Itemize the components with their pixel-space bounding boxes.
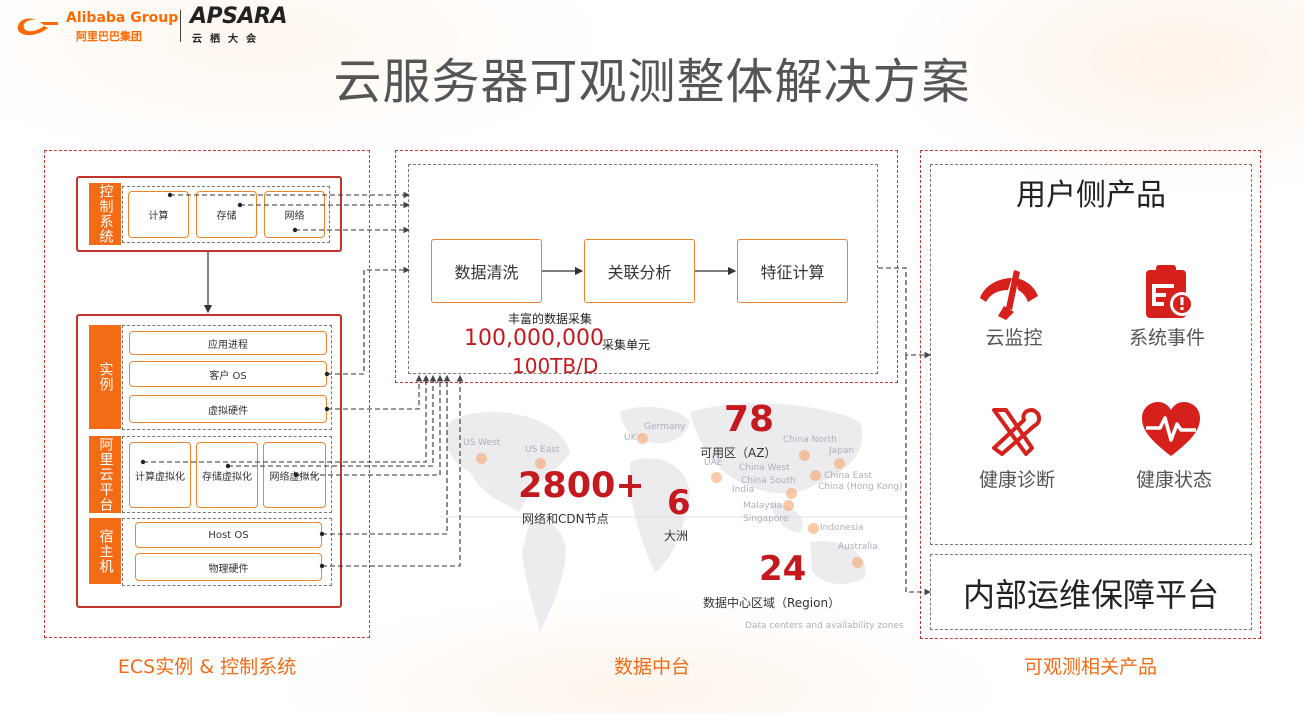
stat-nodes-label: 网络和CDN节点 (522, 512, 609, 526)
map-label-indonesia: Indonesia (820, 523, 864, 533)
map-dot (799, 450, 810, 461)
map-dot (637, 433, 648, 444)
product-cloud-monitor: 云监控 (985, 327, 1043, 349)
apsara-logo: APSARA 云栖大会 (190, 4, 288, 45)
map-label-us-west: US West (463, 438, 501, 448)
map-label-china-hk: China (Hong Kong) (818, 482, 903, 492)
page-title: 云服务器可观测整体解决方案 (333, 54, 971, 110)
map-dot (810, 470, 821, 481)
stat-continents-label: 大洲 (664, 529, 689, 543)
instance-item-guest-os: 客户 OS (129, 361, 327, 387)
collect-label: 丰富的数据采集 (508, 312, 593, 326)
pipeline-step-feature: 特征计算 (737, 239, 848, 303)
stat-nodes-value: 2800+ (518, 466, 645, 506)
stat-continents-value: 6 (667, 483, 691, 523)
left-panel-caption: ECS实例 & 控制系统 (117, 656, 297, 678)
ops-platform-title: 内部运维保障平台 (962, 576, 1219, 614)
control-item-network: 网络 (264, 191, 325, 238)
map-dot (476, 453, 487, 464)
map-dot (852, 557, 863, 568)
map-label-china-west: China West (739, 463, 790, 473)
alibaba-mark-icon (17, 18, 58, 36)
map-label-malaysia: Malaysia (743, 501, 783, 511)
collect-units-label: 采集单元 (602, 338, 651, 352)
control-item-compute: 计算 (128, 191, 189, 238)
control-system-group (76, 176, 342, 252)
map-dot (786, 488, 797, 499)
map-dot (711, 472, 722, 483)
throughput-value: 100TB/D (512, 354, 599, 378)
instance-item-app-process: 应用进程 (129, 331, 327, 355)
right-panel-caption: 可观测相关产品 (1023, 656, 1157, 678)
map-label-us-east: US East (525, 445, 560, 455)
platform-item-compute-virt: 计算虚拟化 (129, 442, 191, 508)
stat-region-label: 数据中心区域（Region） (703, 596, 841, 610)
map-dot (535, 458, 546, 469)
map-label-japan: Japan (829, 446, 855, 456)
host-item-physical-hw: 物理硬件 (135, 553, 322, 581)
pipeline-step-cleaning: 数据清洗 (431, 239, 542, 303)
product-health-status: 健康状态 (1135, 469, 1212, 491)
product-system-events: 系统事件 (1128, 327, 1205, 349)
map-label-india: India (732, 485, 755, 495)
apsara-cn-text: 云栖大会 (192, 34, 264, 45)
logo-divider (180, 10, 181, 42)
stat-az-value: 78 (724, 399, 775, 440)
instance-tab: 实例 (89, 325, 121, 429)
stat-az-label: 可用区（AZ） (700, 446, 777, 460)
alibaba-en-text: Alibaba Group (66, 10, 179, 26)
apsara-en-text: APSARA (190, 4, 288, 29)
map-label-germany: Germany (644, 422, 686, 432)
map-label-uk: UK (624, 433, 637, 443)
platform-item-storage-virt: 存储虚拟化 (196, 442, 258, 508)
stat-region-value: 24 (759, 549, 807, 589)
alibaba-cn-text: 阿里巴巴集团 (76, 30, 142, 43)
map-dot (834, 458, 845, 469)
map-label-china-east: China East (824, 471, 872, 481)
platform-tab: 阿里云平台 (89, 436, 121, 513)
map-dot (808, 523, 819, 534)
map-label-australia: Australia (838, 542, 878, 552)
instance-item-virtual-hw: 虚拟硬件 (129, 395, 327, 423)
map-label-china-north: China North (783, 435, 837, 445)
health-diagnosis-icon (992, 408, 1041, 456)
cloud-monitor-icon (980, 270, 1038, 320)
map-legend: Data centers and availability zones (745, 621, 904, 631)
control-item-storage: 存储 (196, 191, 257, 238)
map-label-china-south: China South (741, 476, 796, 486)
control-items-frame (122, 186, 330, 243)
pipeline-step-correlation: 关联分析 (584, 239, 695, 303)
alibaba-logo: Alibaba Group 阿里巴巴集团 (14, 8, 178, 44)
host-item-host-os: Host OS (135, 522, 322, 548)
map-label-singapore: Singapore (743, 514, 789, 524)
health-status-icon (1142, 402, 1200, 456)
platform-item-network-virt: 网络虚拟化 (263, 442, 326, 508)
collect-units-value: 100,000,000 (464, 326, 604, 351)
product-health-diagnosis: 健康诊断 (978, 469, 1055, 491)
system-events-icon (1146, 265, 1194, 318)
middle-panel-frame (395, 150, 898, 383)
control-system-tab: 控制系统 (89, 183, 121, 245)
map-label-uae: UAE (704, 458, 723, 468)
host-tab: 宿主机 (89, 518, 121, 584)
map-dot (783, 500, 794, 511)
middle-panel-caption: 数据中台 (613, 656, 690, 678)
user-products-title: 用户侧产品 (1016, 178, 1166, 213)
